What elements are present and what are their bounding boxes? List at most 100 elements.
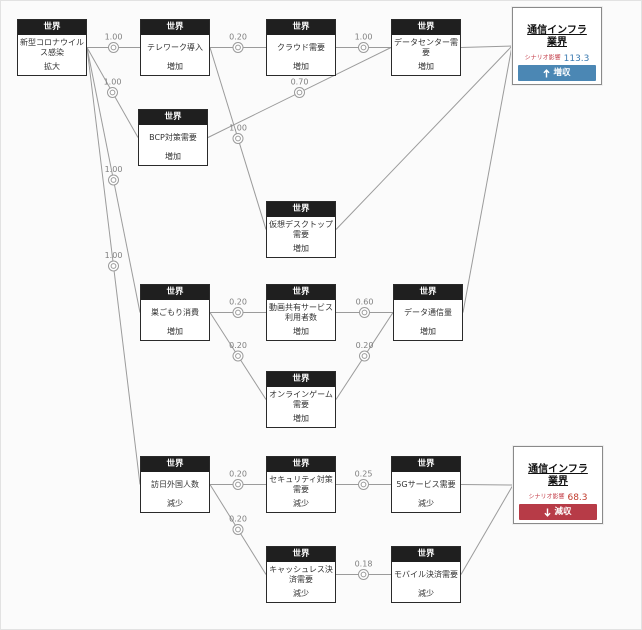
edge-weight-label: 0.18 [355,560,373,569]
edge-weight-marker [108,174,119,186]
node-stay-home-consumption[interactable]: 世界 巣ごもり消費 増加 [140,284,210,341]
edge-weight-label: 1.00 [355,33,373,42]
result-link-line [460,45,513,48]
edge-weight-marker [232,133,244,144]
edge-weight-label: 1.00 [229,124,247,133]
edge-weight-marker-inner [235,44,241,51]
edge-weight-marker [232,524,244,535]
node-status: 減少 [293,589,309,598]
edge-weight-marker [108,42,119,53]
node-label: データ通信量 [404,307,452,317]
edge-weight-marker-inner [235,135,241,142]
edge-weight-marker [232,479,244,490]
result-link-line [460,484,514,575]
node-status: 減少 [418,589,434,598]
node-category-header: 世界 [267,20,335,35]
node-category-header: 世界 [267,202,335,217]
badge-label: 減収 [554,507,572,517]
node-label: セキュリティ対策需要 [269,474,333,494]
edge-weight-marker-inner [110,44,117,51]
node-status: 減少 [167,499,183,508]
node-status: 増加 [167,327,183,336]
node-status: 増加 [420,327,436,336]
edge-weight-label: 0.70 [291,78,309,87]
node-label: モバイル決済需要 [394,569,458,579]
node-5g-service-demand[interactable]: 世界 5Gサービス需要 減少 [391,456,461,513]
edge-weight-marker-inner [360,481,367,488]
edge-weight-label: 1.00 [105,251,123,260]
edge-weight-label: 1.00 [104,78,122,87]
result-link-line [462,45,513,313]
industry-title-link[interactable]: 通信インフラ業界 [527,25,587,48]
revenue-increase-badge[interactable]: 増収 [518,65,596,81]
badge-label: 増収 [553,68,571,78]
node-category-header: 世界 [141,20,209,35]
node-status: 増加 [167,62,183,71]
node-status: 増加 [293,414,309,423]
revenue-decrease-badge[interactable]: 減収 [519,504,597,520]
node-label: 仮想デスクトップ需要 [269,219,333,239]
edge-weight-marker-inner [360,571,367,578]
edge-weight-marker [358,569,369,580]
edge-weight-marker [232,350,244,362]
node-label: 動画共有サービス利用者数 [269,302,333,322]
node-data-traffic[interactable]: 世界 データ通信量 増加 [393,284,463,341]
node-category-header: 世界 [141,285,209,300]
node-status: 減少 [418,499,434,508]
edge-weight-marker-inner [235,309,241,316]
node-security-demand[interactable]: 世界 セキュリティ対策需要 減少 [266,456,336,513]
node-telework-adoption[interactable]: 世界 テレワーク導入 増加 [140,19,210,76]
scenario-impact-value: 113.3 [563,53,590,64]
node-virtual-desktop-demand[interactable]: 世界 仮想デスクトップ需要 増加 [266,201,336,258]
edge-weight-marker [359,350,370,362]
node-cloud-demand[interactable]: 世界 クラウド需要 増加 [266,19,336,76]
node-status: 増加 [418,62,434,71]
edge-weight-marker-inner [360,44,367,51]
edge-weight-marker [294,87,305,98]
edge-weight-marker-inner [235,353,241,359]
arrow-up-icon [543,68,551,78]
node-bcp-demand[interactable]: 世界 BCP対策需要 増加 [138,109,208,166]
node-online-game-demand[interactable]: 世界 オンラインゲーム需要 増加 [266,371,336,428]
node-category-header: 世界 [392,20,460,35]
edge-weight-marker [107,87,118,98]
edge-weight-marker-inner [110,177,117,183]
node-label: 5Gサービス需要 [396,479,456,489]
edge-weight-marker [358,42,369,53]
result-link-line [460,484,514,486]
edge-weight-marker-inner [361,353,368,359]
node-cashless-payment-demand[interactable]: 世界 キャッシュレス決済需要 減少 [266,546,336,603]
node-status: 増加 [293,62,309,71]
node-label: 訪日外国人数 [151,479,199,489]
edge-weight-label: 1.00 [105,33,123,42]
edge-weight-marker-inner [235,481,241,488]
node-status: 増加 [293,244,309,253]
node-mobile-payment-demand[interactable]: 世界 モバイル決済需要 減少 [391,546,461,603]
edge-weight-label: 0.20 [229,33,247,42]
node-category-header: 世界 [267,547,335,562]
edge-weight-label: 1.00 [105,165,123,174]
node-category-header: 世界 [141,457,209,472]
edge-weight-label: 0.20 [229,515,247,524]
node-datacenter-demand[interactable]: 世界 データセンター需要 増加 [391,19,461,76]
edge-weight-label: 0.20 [229,298,247,307]
node-label: テレワーク導入 [147,42,203,52]
industry-title-link[interactable]: 通信インフラ業界 [528,464,588,487]
node-label: キャッシュレス決済需要 [269,564,333,584]
result-link-line [335,45,513,230]
node-label: クラウド需要 [277,42,325,52]
edge-weight-label: 0.20 [356,341,374,350]
node-covid19-infection[interactable]: 世界 新型コロナウイルス感染 拡大 [17,19,87,76]
edge-weight-marker [108,260,119,272]
node-status: 増加 [165,152,181,161]
arrow-down-icon [544,508,552,517]
node-video-sharing-users[interactable]: 世界 動画共有サービス利用者数 増加 [266,284,336,341]
edge-weight-marker-inner [235,526,241,533]
edge-weight-marker-inner [109,89,116,96]
node-inbound-tourists[interactable]: 世界 訪日外国人数 減少 [140,456,210,513]
edge-weight-marker-inner [361,309,368,316]
